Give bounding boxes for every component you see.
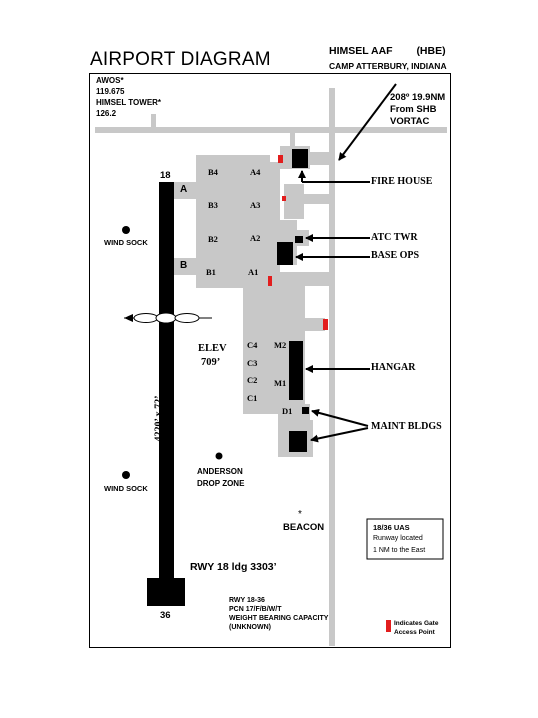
tower-frequency: 126.2 <box>96 109 117 118</box>
runway-18-36 <box>159 182 174 582</box>
gate-hangar <box>323 319 328 330</box>
uas-note-box <box>366 518 444 560</box>
uas-note-line3: 1 NM to the East <box>373 547 426 554</box>
node-a1: A1 <box>248 267 259 277</box>
rwy-info-line3: WEIGHT BEARING CAPACITY <box>229 615 329 622</box>
node-b1: B1 <box>206 267 216 277</box>
node-a2: A2 <box>250 233 261 243</box>
road-stub-west <box>151 114 156 129</box>
diagram-frame <box>89 73 451 648</box>
runway-36-label: 36 <box>160 610 171 621</box>
legend-gate-swatch <box>386 620 391 632</box>
hangar-access <box>290 318 325 331</box>
wind-sock-north-label: WIND SOCK <box>104 238 148 247</box>
node-d1: D1 <box>282 406 293 416</box>
wind-sock-south-icon <box>122 471 130 479</box>
beacon-label: BEACON <box>283 522 325 533</box>
node-b4: B4 <box>208 167 218 177</box>
maint-arrow-d1 <box>311 408 369 427</box>
awos-label: AWOS* <box>96 76 124 85</box>
airport-name: HIMSEL AAF <box>329 45 393 57</box>
vortac-bearing: 208º 19.9NM <box>390 92 446 103</box>
awos-frequency: 119.675 <box>96 87 125 96</box>
maint-arrow-south <box>310 427 369 443</box>
uas-note-line1: 18/36 UAS <box>373 523 410 532</box>
drop-zone-icon <box>215 452 223 460</box>
fire-house-building <box>292 149 308 168</box>
wind-sock-north-icon <box>122 226 130 234</box>
rwy-info-line4: (UNKNOWN) <box>229 624 271 631</box>
uas-note-line2: Runway located <box>373 535 423 542</box>
maint-bldg-south <box>289 431 307 452</box>
north-road <box>95 127 447 133</box>
rwy-info-line2: PCN 17/F/B/W/T <box>229 606 282 613</box>
taxiway-a-label: A <box>180 184 188 195</box>
node-m1: M1 <box>274 378 287 388</box>
drop-zone-name: ANDERSON <box>197 467 243 476</box>
runway-18-label: 18 <box>160 170 171 181</box>
apron-pad-a3 <box>284 184 304 219</box>
drop-zone-type: DROP ZONE <box>197 479 245 488</box>
rwy-info-line1: RWY 18-36 <box>229 597 265 604</box>
vortac-arrow <box>338 83 397 161</box>
elevation-value: 709’ <box>201 357 221 368</box>
vortac-name: VORTAC <box>390 116 430 127</box>
approach-light-symbol <box>124 312 212 324</box>
east-road <box>329 88 335 646</box>
maint-bldg-d1 <box>302 407 309 414</box>
elevation-label: ELEV <box>198 343 227 354</box>
fire-house-label: FIRE HOUSE <box>371 176 433 187</box>
atc-tower-label: ATC TWR <box>371 232 418 243</box>
gate-fire-house <box>278 155 283 163</box>
taxiway-a <box>174 182 198 199</box>
node-b2: B2 <box>208 234 218 244</box>
airport-location: CAMP ATTERBURY, INDIANA <box>329 61 447 71</box>
legend-line1: Indicates Gate <box>394 620 439 627</box>
gate-a3 <box>282 196 286 201</box>
roads <box>95 88 447 646</box>
hangar-label: HANGAR <box>371 362 416 373</box>
runway-36-end-pad <box>147 578 185 606</box>
base-ops-building <box>277 242 293 265</box>
apron-connector <box>270 272 330 286</box>
node-a4: A4 <box>250 167 261 177</box>
node-c1: C1 <box>247 393 258 403</box>
node-b3: B3 <box>208 200 218 210</box>
runway-landing-distance: RWY 18 ldg 3303’ <box>190 561 277 573</box>
maint-bldgs-label: MAINT BLDGS <box>371 421 442 432</box>
vortac-from: From SHB <box>390 104 437 115</box>
airport-identifier: (HBE) <box>416 45 446 57</box>
node-a3: A3 <box>250 200 261 210</box>
airport-name-header: HIMSEL AAF (HBE) <box>329 45 446 57</box>
taxiway-b-label: B <box>180 260 188 271</box>
taxiway-b <box>174 258 198 275</box>
node-m2: M2 <box>274 340 287 350</box>
main-apron <box>196 155 270 288</box>
buildings <box>277 149 309 452</box>
wind-sock-south-label: WIND SOCK <box>104 484 148 493</box>
node-c2: C2 <box>247 375 258 385</box>
road-stub-east <box>290 133 295 150</box>
runway-dimensions: 4220’ x 72’ <box>153 395 165 442</box>
hangar-building <box>289 341 303 400</box>
legend-line2: Access Point <box>394 629 435 636</box>
base-ops-label: BASE OPS <box>371 250 420 261</box>
gate-access-points <box>268 155 391 632</box>
page-title: AIRPORT DIAGRAM <box>90 49 271 70</box>
node-c4: C4 <box>247 340 258 350</box>
tower-label: HIMSEL TOWER* <box>96 98 162 107</box>
gate-a1 <box>268 276 272 286</box>
apron-access-a3 <box>304 194 329 204</box>
label-arrows <box>295 83 397 443</box>
fire-house-access <box>308 152 332 165</box>
node-c3: C3 <box>247 358 258 368</box>
atc-tower-building <box>295 236 303 243</box>
beacon-icon: * <box>298 509 302 520</box>
